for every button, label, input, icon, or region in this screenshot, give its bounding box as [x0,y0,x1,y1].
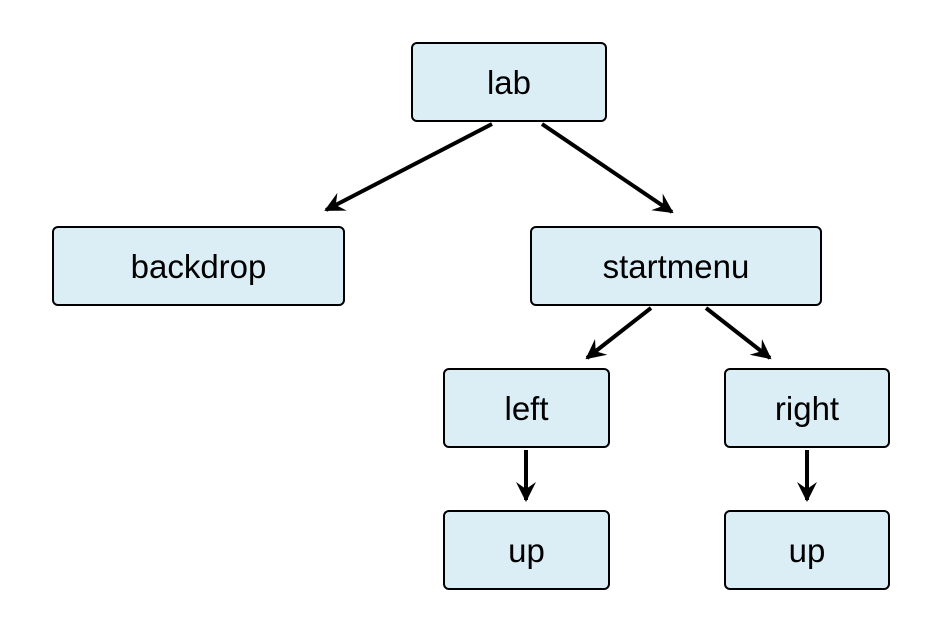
edge-startmenu-left [585,306,653,360]
edge-startmenu-right [704,306,772,360]
node-up-left-label: up [508,531,545,569]
node-up-left: up [443,510,610,590]
node-lab: lab [411,42,607,122]
node-up-right-label: up [788,531,826,569]
node-right: right [724,368,890,448]
node-left: left [443,368,610,448]
node-startmenu-label: startmenu [602,247,750,285]
node-backdrop: backdrop [52,226,345,306]
edge-lab-backdrop [324,122,493,212]
node-up-right: up [724,510,890,590]
edge-lab-startmenu [540,122,674,214]
node-lab-label: lab [486,63,532,101]
node-left-label: left [504,389,549,427]
node-startmenu: startmenu [530,226,822,306]
node-backdrop-label: backdrop [130,247,267,285]
node-right-label: right [774,389,840,427]
